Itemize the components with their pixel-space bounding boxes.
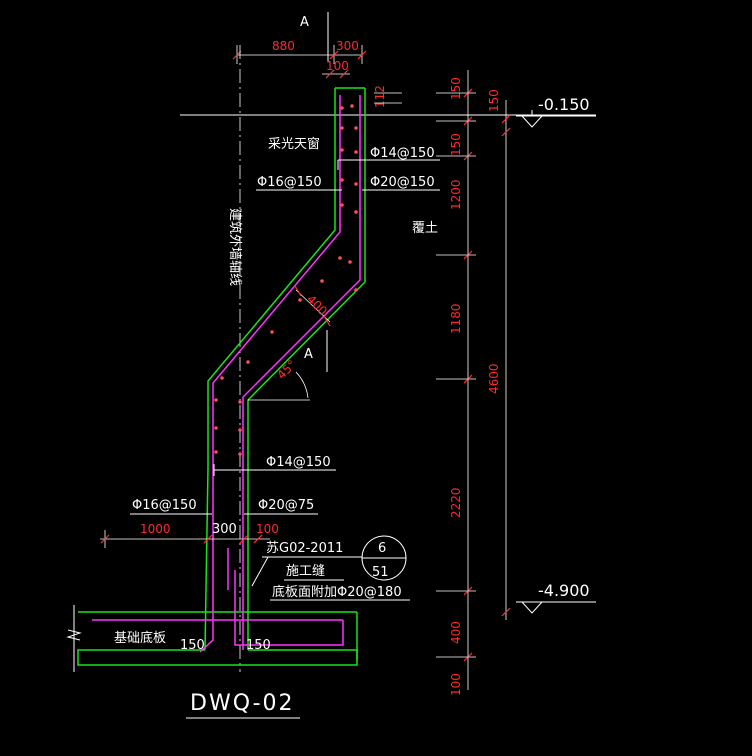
standard-ref-label: 苏G02-2011 xyxy=(266,540,343,556)
rebar-bottom-vertical-outer: Φ20@75 xyxy=(258,498,314,513)
section-mark-mid: A xyxy=(304,347,313,362)
detail-number: 6 xyxy=(378,541,386,556)
rebar-callouts-bottom: Φ14@150 Φ16@150 Φ20@75 xyxy=(130,455,336,515)
sheet-number: 51 xyxy=(372,565,389,580)
rebar-top-horizontal: Φ14@150 xyxy=(370,146,435,161)
dim-col-400: 400 xyxy=(449,621,463,644)
dims-bottom: 1000 300 100 150 150 xyxy=(100,522,279,653)
dim-col-1180: 1180 xyxy=(449,303,463,334)
base-slab-label: 基础底板 xyxy=(114,630,166,646)
construction-joint-callout: 施工缝 底板面附加Φ20@180 xyxy=(270,564,410,601)
level-bottom: -4.900 xyxy=(538,581,590,600)
section-mark-top: A xyxy=(300,15,309,30)
rebar-top-vertical-inner: Φ16@150 xyxy=(257,175,322,190)
dims-top: 880 300 100 112 xyxy=(232,39,402,108)
skylight-label: 采光天窗 xyxy=(268,136,320,152)
level-marker-bottom: -4.900 xyxy=(516,581,596,614)
dim-right-150: 150 xyxy=(487,89,501,112)
rebar-bottom-horizontal: Φ14@150 xyxy=(266,455,331,470)
dim-150-left: 150 xyxy=(180,638,205,653)
dim-300-top: 300 xyxy=(336,39,359,53)
slab-extra-rebar-label: 底板面附加Φ20@180 xyxy=(272,584,402,600)
dim-100-top: 100 xyxy=(326,59,349,73)
dim-150-right: 150 xyxy=(246,638,271,653)
axis-line-label: 建筑外墙轴线 xyxy=(227,208,243,286)
rebar-bottom-vertical-inner: Φ16@150 xyxy=(132,498,197,513)
slope-angle: 45° xyxy=(274,357,299,382)
wall-rebar xyxy=(92,95,361,653)
level-top: -0.150 xyxy=(538,95,590,114)
dims-right: 150 150 1200 1180 2220 400 100 150 4600 xyxy=(436,70,511,696)
wall-outline xyxy=(77,87,366,666)
slope-dims: 400 45° xyxy=(248,285,331,401)
dim-col-100: 100 xyxy=(449,673,463,696)
break-mark xyxy=(66,605,82,672)
rebar-callouts-top: Φ14@150 Φ16@150 Φ20@150 xyxy=(256,146,440,191)
dim-col-150-b: 150 xyxy=(449,133,463,156)
construction-joint-label: 施工缝 xyxy=(286,564,325,579)
dim-100-bottom: 100 xyxy=(256,522,279,536)
rebar-dots xyxy=(214,104,358,456)
dim-col-2220: 2220 xyxy=(449,487,463,518)
dim-880: 880 xyxy=(272,39,295,53)
dim-112: 112 xyxy=(373,85,387,108)
dim-col-1200: 1200 xyxy=(449,179,463,210)
rebar-top-vertical-outer: Φ20@150 xyxy=(370,175,435,190)
drawing-title: DWQ-02 xyxy=(190,691,295,716)
standard-reference: 苏G02-2011 6 51 xyxy=(251,535,407,587)
dim-1000: 1000 xyxy=(140,522,171,536)
dim-col-150-a: 150 xyxy=(449,77,463,100)
level-marker-top: -0.150 xyxy=(516,95,596,128)
backfill-label: 覆土 xyxy=(412,221,438,236)
dim-right-4600: 4600 xyxy=(487,363,501,394)
dim-300-bottom: 300 xyxy=(212,522,237,537)
